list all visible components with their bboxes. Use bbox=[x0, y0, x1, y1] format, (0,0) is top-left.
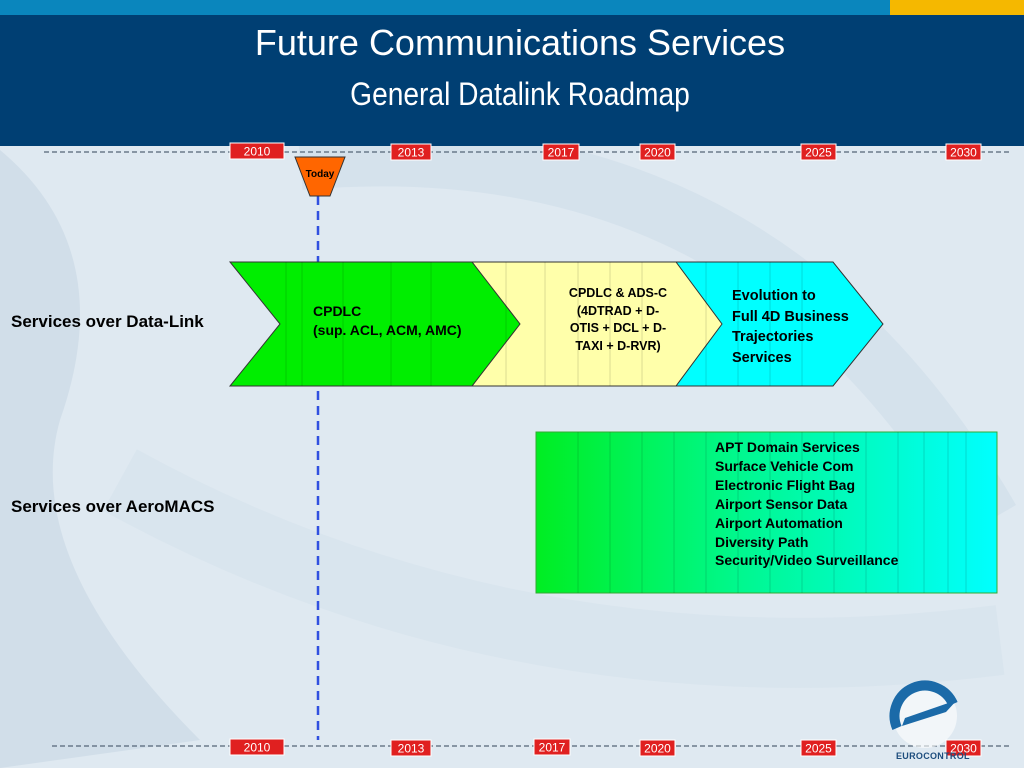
block-aeromacs bbox=[535, 431, 998, 594]
year-label: 2013 bbox=[398, 146, 425, 160]
block-line: (sup. ACL, ACM, AMC) bbox=[313, 322, 462, 338]
header-band bbox=[0, 0, 1024, 146]
year-label: 2017 bbox=[539, 741, 566, 755]
page-title: Future Communications Services bbox=[254, 22, 786, 63]
block-line: Trajectories bbox=[732, 329, 814, 345]
block-line: TAXI + D-RVR) bbox=[575, 338, 661, 353]
today-marker bbox=[294, 156, 346, 197]
service-item: Airport Sensor Data bbox=[715, 495, 848, 512]
year-label: 2030 bbox=[950, 146, 977, 160]
block-evolution-text: Evolution to Full 4D Business Trajectori… bbox=[732, 286, 849, 368]
eurocontrol-logo bbox=[889, 680, 958, 748]
service-item: Airport Automation bbox=[715, 514, 843, 531]
block-cpdlc-adsc-text: CPDLC & ADS-C (4DTRAD + D- OTIS + DCL + … bbox=[548, 285, 688, 355]
logo-text: EUROCONTROL bbox=[896, 751, 970, 761]
header-top-strip bbox=[0, 0, 890, 15]
grid-lines bbox=[285, 262, 967, 593]
service-item: APT Domain Services bbox=[715, 439, 860, 455]
aeromacs-services-list: APT Domain Services Surface Vehicle Com … bbox=[715, 438, 898, 570]
service-item: Surface Vehicle Com bbox=[715, 457, 854, 474]
header-accent-yellow bbox=[890, 0, 1024, 15]
block-line: Evolution to bbox=[732, 288, 816, 304]
year-label: 2025 bbox=[805, 146, 832, 160]
block-line: (4DTRAD + D- bbox=[576, 303, 660, 318]
row-label-aeromacs: Services over AeroMACS bbox=[11, 497, 215, 516]
service-item: Diversity Path bbox=[715, 533, 809, 550]
page-subtitle: General Datalink Roadmap bbox=[350, 76, 690, 112]
year-label: 2010 bbox=[244, 741, 271, 755]
block-cpdlc bbox=[228, 261, 521, 387]
background-arc-lower bbox=[103, 449, 1005, 688]
service-item: Security/Video Surveillance bbox=[715, 552, 899, 569]
block-cpdlc-text: CPDLC (sup. ACL, ACM, AMC) bbox=[313, 302, 462, 340]
background-swoosh bbox=[0, 150, 200, 768]
year-label: 2020 bbox=[644, 742, 671, 756]
block-line: Full 4D Business bbox=[732, 308, 849, 325]
year-label: 2013 bbox=[398, 742, 425, 756]
service-item: Electronic Flight Bag bbox=[715, 476, 856, 493]
year-markers-top: 2010 2013 2017 2020 2025 2030 bbox=[229, 142, 982, 161]
block-line: Services bbox=[732, 349, 792, 366]
block-line: CPDLC & ADS-C bbox=[568, 286, 668, 300]
today-label: Today bbox=[306, 169, 335, 180]
block-line: OTIS + DCL + D- bbox=[569, 321, 667, 335]
year-label: 2030 bbox=[950, 742, 977, 756]
block-line: CPDLC bbox=[313, 303, 362, 319]
year-markers-bottom: 2010 2013 2017 2020 2025 2030 bbox=[229, 738, 982, 757]
year-label: 2025 bbox=[805, 742, 832, 756]
year-label: 2010 bbox=[244, 145, 271, 159]
row-label-datalink: Services over Data-Link bbox=[11, 312, 204, 331]
year-label: 2017 bbox=[548, 146, 575, 160]
year-label: 2020 bbox=[644, 146, 671, 160]
